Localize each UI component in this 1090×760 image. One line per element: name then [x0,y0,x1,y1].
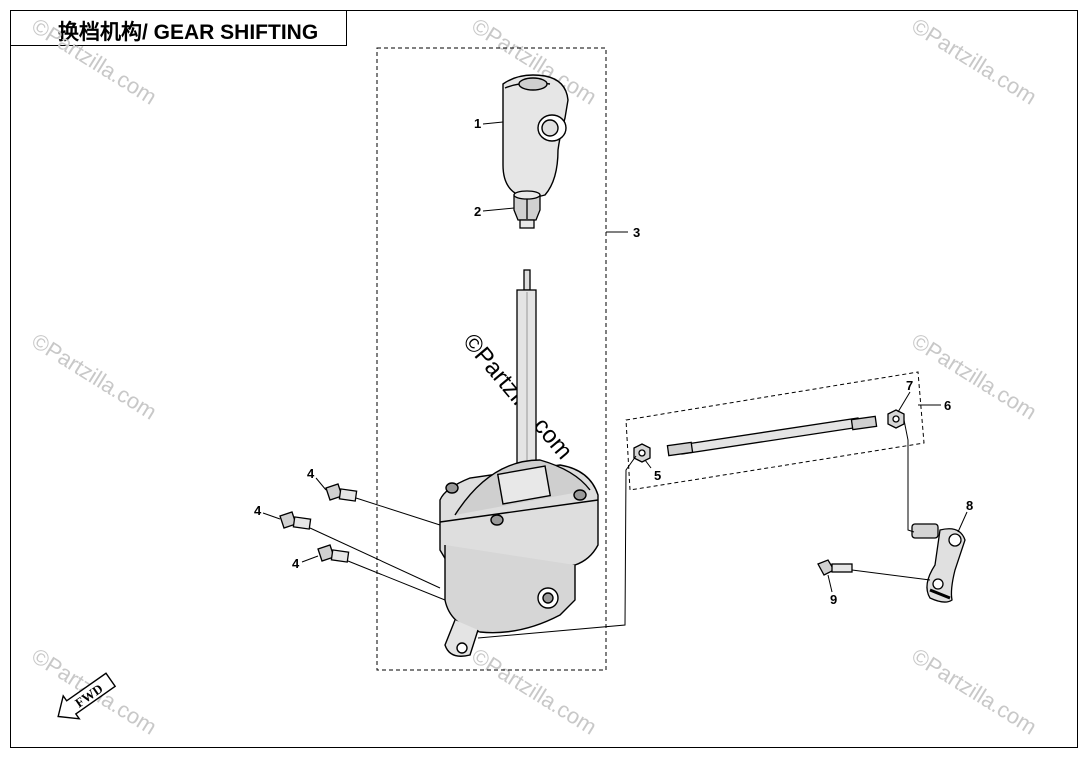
watermark: ©Partzilla.com [467,643,601,740]
shift-arm [911,523,966,603]
watermark: ©Partzilla.com [27,328,161,425]
shift-knob [502,74,569,198]
callout-4-middle: 4 [254,503,262,518]
bolt-4-bottom [317,544,350,563]
knob-nut [513,190,541,229]
shifter-housing [439,459,599,657]
shift-lever-shaft [516,269,537,466]
watermark: ©Partzilla.com [27,13,161,110]
callout-5: 5 [654,468,661,483]
callout-1: 1 [474,116,481,131]
callout-4-top: 4 [307,466,315,481]
callout-4-bottom: 4 [292,556,300,571]
callout-7: 7 [906,378,913,393]
title-box [10,10,347,46]
callout-leaders [262,121,968,593]
callout-6: 6 [944,398,951,413]
drawing-frame [10,10,1078,748]
callout-9: 9 [830,592,837,607]
callout-8: 8 [966,498,973,513]
callout-2: 2 [474,204,481,219]
nut-7 [887,409,905,429]
page-title: 换档机构/ GEAR SHIFTING [58,21,319,44]
watermark: ©Partzilla.com [907,13,1041,110]
bolt-4-top [325,483,358,502]
bolt-9 [817,559,853,576]
callout-numbers: 1 2 3 4 4 4 5 6 7 8 9 [254,116,973,607]
shift-rod [666,415,878,457]
connection-leaders [477,419,931,639]
bolt-leaders [309,497,446,601]
bolt-4-middle [279,511,312,530]
watermark: ©Partzilla.com [907,328,1041,425]
callout-3: 3 [633,225,640,240]
assembly-3-boundary [376,47,607,671]
nut-5 [633,443,651,463]
watermark: ©Partzilla.com [907,643,1041,740]
